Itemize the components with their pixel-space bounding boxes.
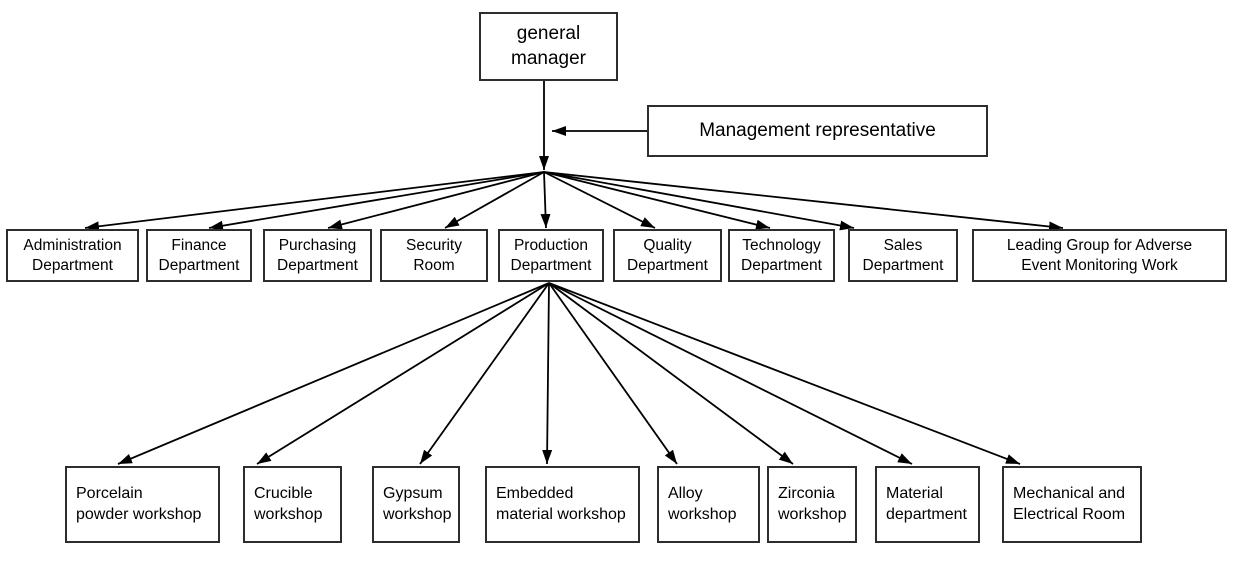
edge-prod-zirconia <box>548 282 794 465</box>
node-production-department: Production Department <box>498 229 604 282</box>
node-quality-department: Quality Department <box>613 229 722 282</box>
edge-prod-porcelain <box>117 282 550 465</box>
node-purchasing-department: Purchasing Department <box>263 229 372 282</box>
edge-prod-gypsum <box>419 282 550 465</box>
node-adverse-event-group: Leading Group for Adverse Event Monitori… <box>972 229 1227 282</box>
edge-prod-embedded <box>542 282 553 465</box>
edge-prod-crucible <box>256 282 550 465</box>
node-zirconia-workshop: Zirconia workshop <box>767 466 857 543</box>
node-sales-department: Sales Department <box>848 229 958 282</box>
edge-prod-material <box>548 282 913 465</box>
edge-hub-quality <box>543 171 656 229</box>
node-mechanical-electrical-room: Mechanical and Electrical Room <box>1002 466 1142 543</box>
node-finance-department: Finance Department <box>146 229 252 282</box>
node-general-manager: general manager <box>479 12 618 81</box>
node-gypsum-workshop: Gypsum workshop <box>372 466 460 543</box>
edge-hub-technology <box>543 171 771 230</box>
node-management-representative: Management representative <box>647 105 988 157</box>
node-security-room: Security Room <box>380 229 488 282</box>
edge-hub-production <box>540 171 551 229</box>
edge-hub-administration <box>84 171 545 232</box>
node-technology-department: Technology Department <box>728 229 835 282</box>
edge-prod-mechanical <box>548 282 1021 465</box>
edge-prod-alloy <box>548 282 678 465</box>
edge-hub-adverse-event <box>543 171 1064 232</box>
edge-hub-sales <box>543 171 855 231</box>
node-embedded-material-workshop: Embedded material workshop <box>485 466 640 543</box>
node-material-department: Material department <box>875 466 980 543</box>
node-crucible-workshop: Crucible workshop <box>243 466 342 543</box>
node-alloy-workshop: Alloy workshop <box>657 466 760 543</box>
edge-hub-purchasing <box>327 171 545 230</box>
node-porcelain-powder-workshop: Porcelain powder workshop <box>65 466 220 543</box>
edge-hub-security <box>444 171 545 229</box>
edge-hub-finance <box>208 171 545 231</box>
node-administration-department: Administration Department <box>6 229 139 282</box>
